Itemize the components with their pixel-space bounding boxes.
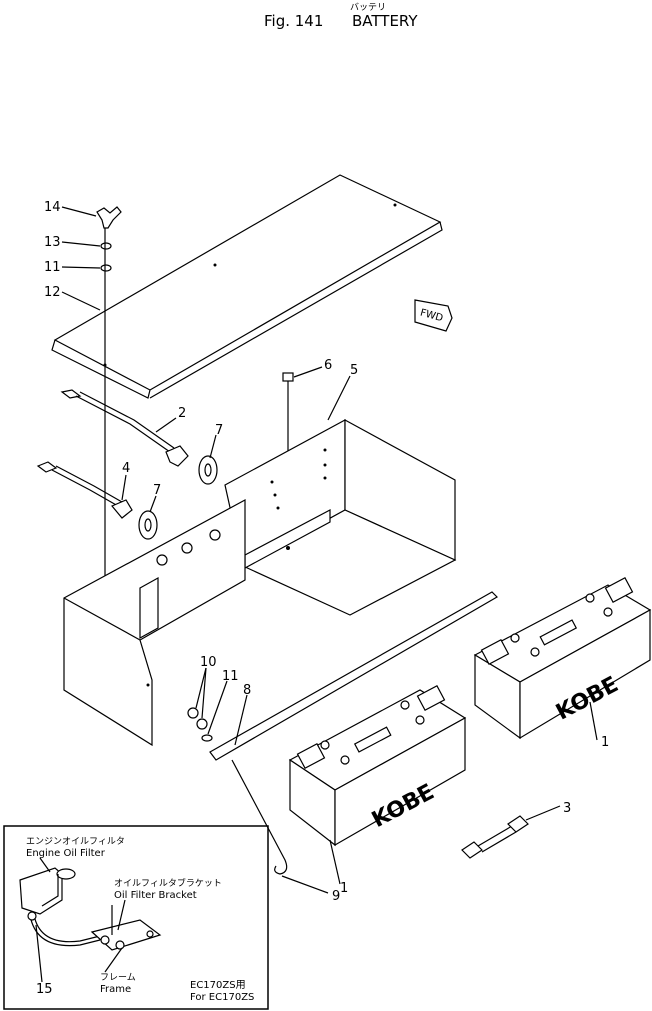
callout-12: 12 bbox=[44, 285, 61, 300]
grommet-icon bbox=[138, 510, 158, 540]
model-note-en: For EC170ZS bbox=[190, 992, 254, 1003]
callout-2: 2 bbox=[178, 406, 186, 421]
figure-number: Fig. 141 bbox=[264, 12, 323, 30]
callout-13: 13 bbox=[44, 235, 61, 250]
callout-1: 1 bbox=[340, 881, 348, 896]
battery-cover-lid bbox=[51, 174, 443, 399]
leader-lines bbox=[61, 206, 598, 894]
oil-filter-bracket-kana: オイルフィルタブラケット bbox=[114, 877, 222, 889]
inset-ec170zs: エンジンオイルフィルタ Engine Oil Filter オイルフィルタブラケ… bbox=[3, 825, 269, 1010]
hold-down-bar bbox=[209, 591, 498, 761]
page-title: BATTERY bbox=[352, 12, 418, 30]
callout-3: 3 bbox=[563, 801, 571, 816]
callout-15: 15 bbox=[36, 982, 53, 997]
battery-rear: KOBE bbox=[473, 576, 652, 740]
frame-label: Frame bbox=[100, 984, 131, 995]
callout-6: 6 bbox=[324, 358, 332, 373]
battery-front: KOBE bbox=[288, 684, 467, 847]
j-bolt bbox=[231, 759, 288, 875]
title-kana: バッテリ bbox=[350, 2, 386, 13]
nut-icon bbox=[196, 718, 208, 730]
callout-14: 14 bbox=[44, 200, 61, 215]
fwd-arrow-icon: FWD bbox=[414, 299, 453, 332]
callout-11: 11 bbox=[44, 260, 61, 275]
nut-icon bbox=[187, 707, 199, 719]
oil-filter-bracket-label: Oil Filter Bracket bbox=[114, 890, 197, 901]
model-note-ja: EC170ZS用 bbox=[190, 980, 246, 991]
battery-box bbox=[63, 418, 457, 747]
frame-kana: フレーム bbox=[100, 972, 136, 983]
callout-7: 7 bbox=[153, 483, 161, 498]
engine-oil-filter-label: Engine Oil Filter bbox=[26, 848, 106, 859]
grommet-icon bbox=[198, 455, 218, 485]
jumper-cable-3 bbox=[461, 815, 529, 859]
callout-10: 10 bbox=[200, 655, 217, 670]
battery-cable-4 bbox=[36, 461, 133, 519]
nut-icon bbox=[100, 264, 112, 272]
callout-1: 1 bbox=[601, 735, 609, 750]
washer-icon bbox=[201, 734, 213, 742]
callout-9: 9 bbox=[332, 889, 340, 904]
wing-bolt-icon bbox=[96, 206, 122, 229]
engine-oil-filter-kana: エンジンオイルフィルタ bbox=[26, 836, 125, 847]
callout-5: 5 bbox=[350, 363, 358, 378]
callout-8: 8 bbox=[243, 683, 251, 698]
callout-11: 11 bbox=[222, 669, 239, 684]
washer-icon bbox=[100, 242, 112, 250]
battery-cable-2 bbox=[60, 389, 189, 467]
callout-4: 4 bbox=[122, 461, 130, 476]
callout-7: 7 bbox=[215, 423, 223, 438]
